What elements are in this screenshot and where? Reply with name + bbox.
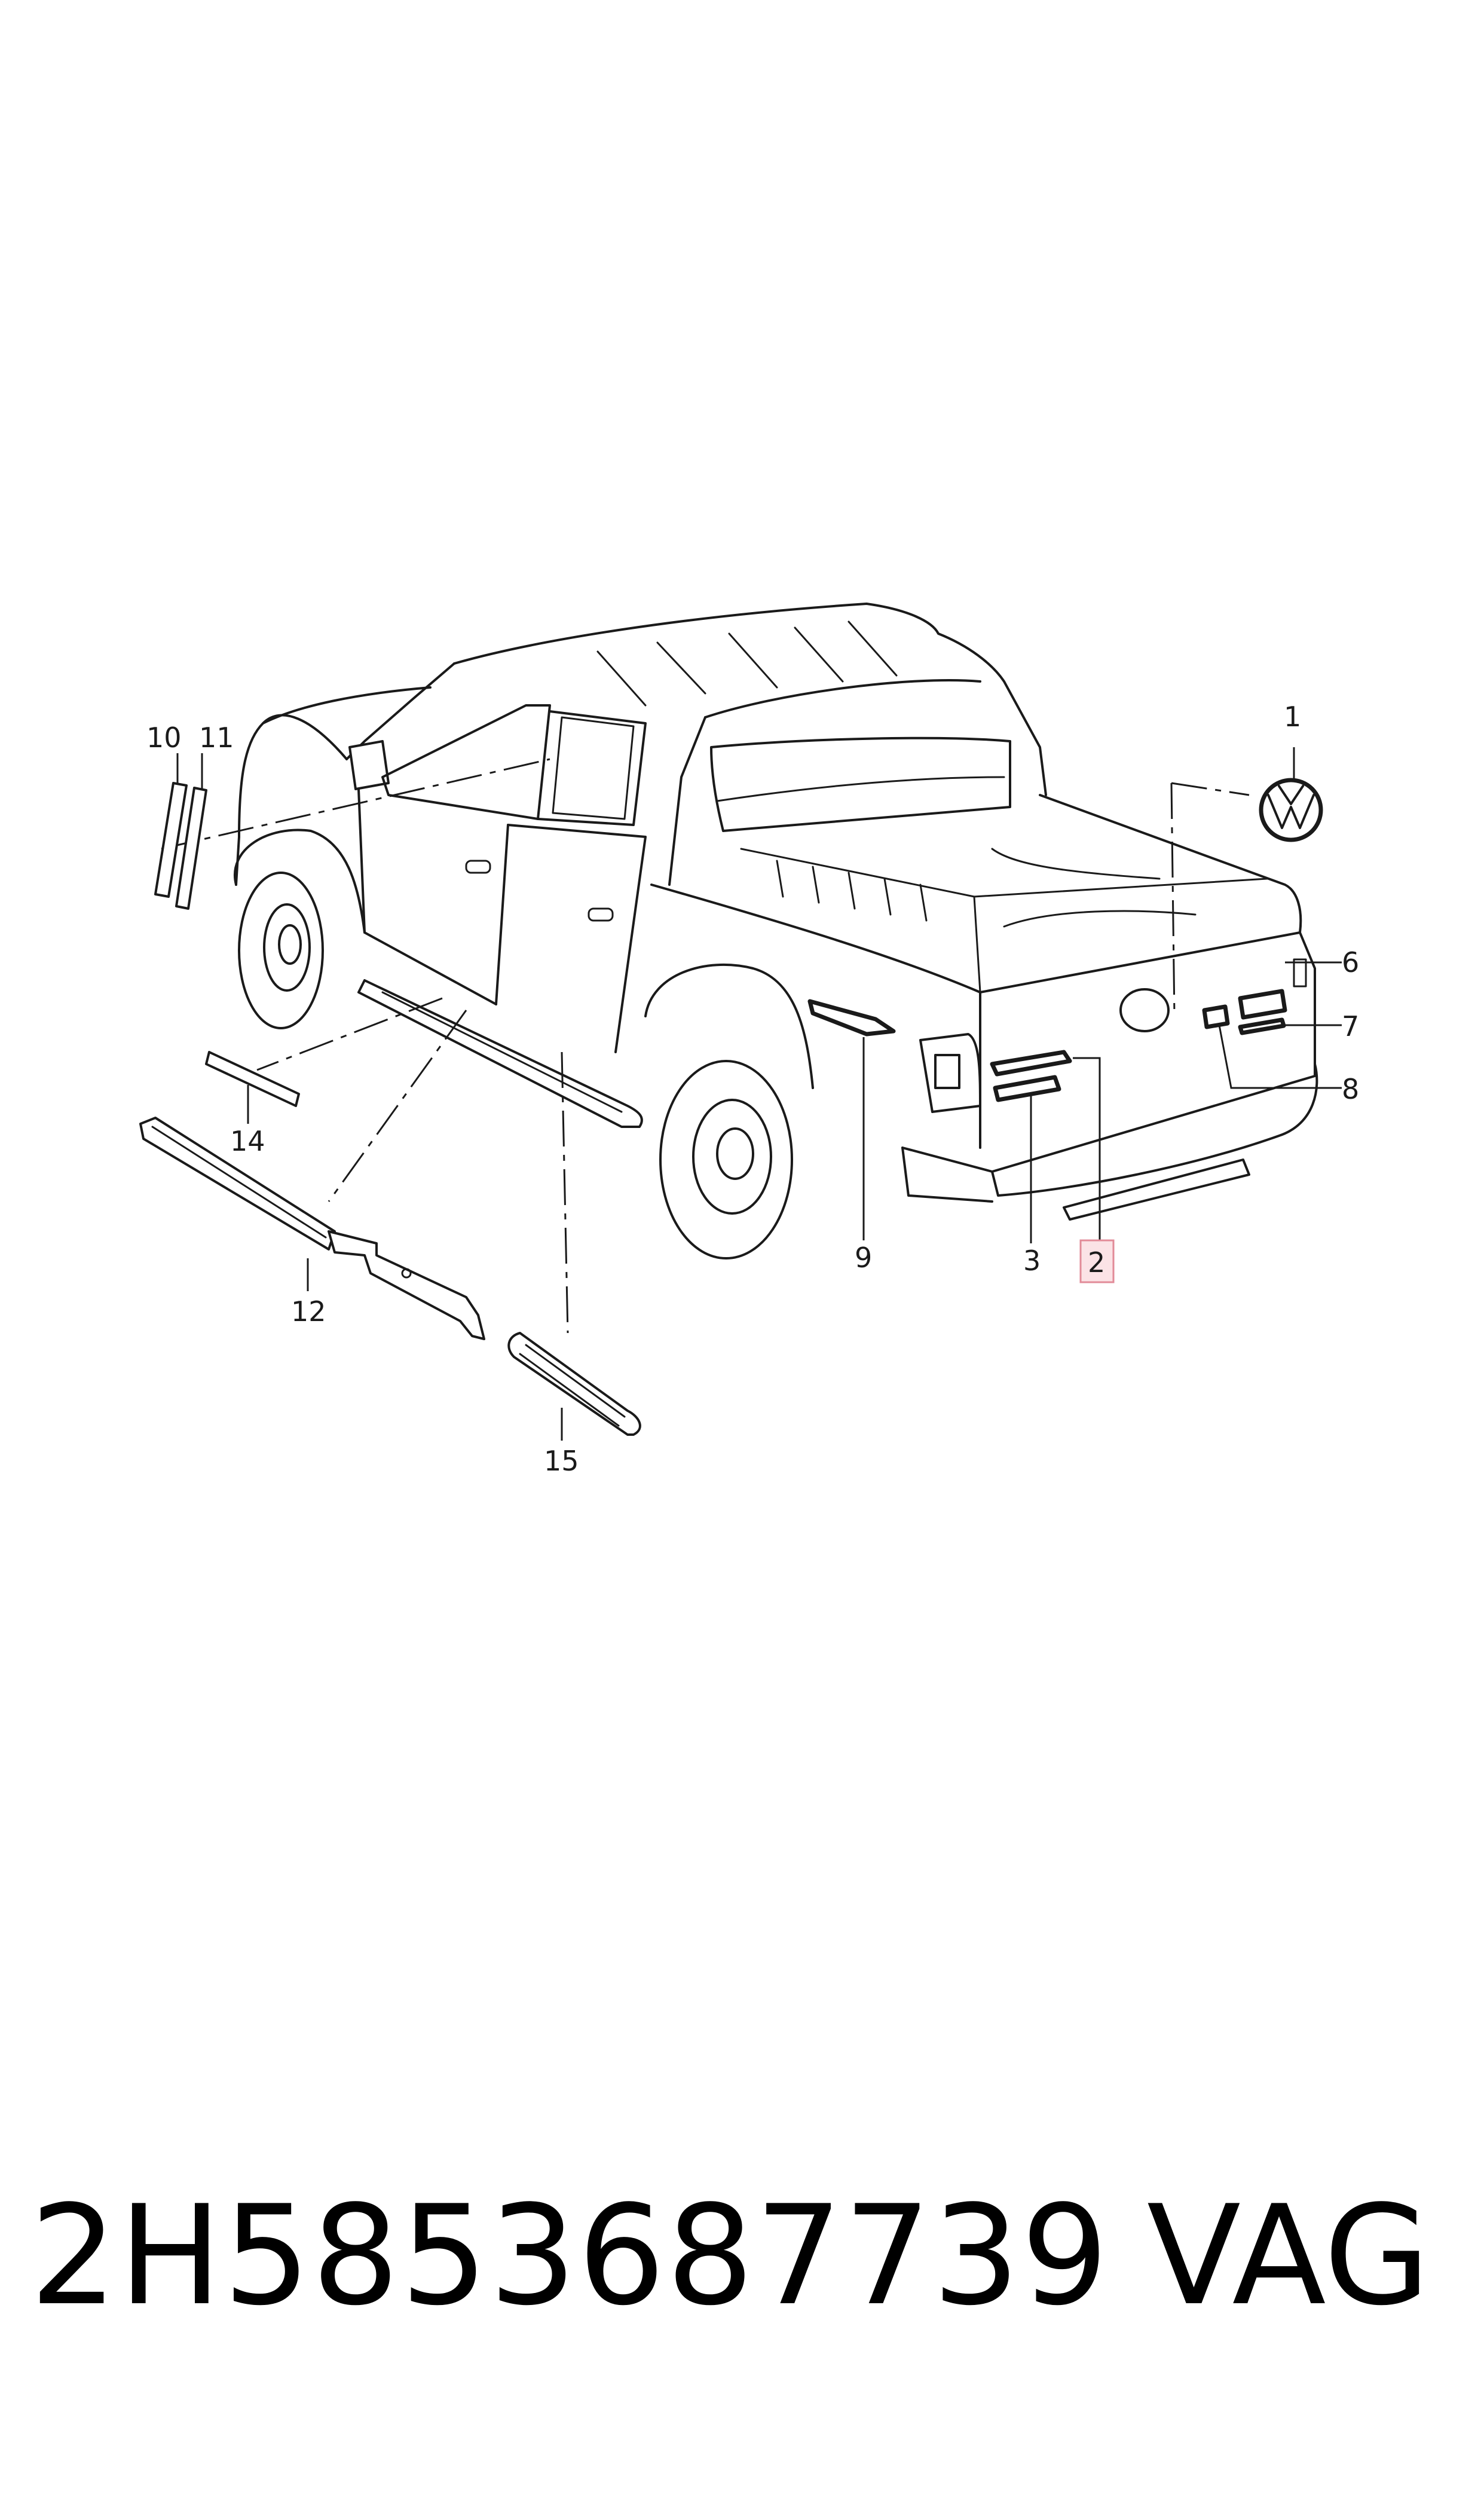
decal-7-shape (1238, 1017, 1286, 1035)
brand-name: VAG (1146, 2176, 1430, 2336)
decal-8-shape (1202, 1004, 1230, 1029)
callout-9: 9 (855, 1242, 872, 1274)
callouts: 1 2 3 6 7 8 9 10 11 12 14 15 (146, 701, 1359, 1477)
strip-10-shape (154, 782, 188, 898)
strip-14-shape (205, 1051, 300, 1107)
callout-8: 8 (1342, 1073, 1359, 1105)
decal-6-shape (1238, 989, 1287, 1020)
callout-12: 12 (291, 1295, 326, 1328)
callout-14: 14 (230, 1125, 265, 1157)
callout-6: 6 (1342, 946, 1359, 979)
decal-3-shape (993, 1075, 1061, 1102)
strip-11-shape (175, 787, 207, 910)
callout-1: 1 (1284, 701, 1301, 733)
locator-lines (161, 758, 1250, 1334)
part-number: 2H5853687739 (30, 2176, 1110, 2336)
truck-illustration (234, 603, 1318, 1259)
loose-parts (139, 778, 1323, 1436)
callout-7: 7 (1342, 1010, 1359, 1043)
vw-emblem-icon (1259, 778, 1323, 842)
footer: 2H5853687739 VAG (0, 2182, 1484, 2331)
callout-2-highlight (1079, 1239, 1115, 1283)
callout-3: 3 (1023, 1245, 1041, 1277)
step-plate-15-shape (507, 1332, 641, 1436)
callout-2: 2 (1088, 1246, 1105, 1279)
sill-panel-12-shape (139, 1117, 485, 1340)
leader-lines (176, 747, 1342, 1441)
badge-9-shape (807, 999, 896, 1037)
callout-11: 11 (199, 722, 234, 754)
callout-15: 15 (544, 1445, 579, 1477)
decal-2-shape (990, 1050, 1072, 1077)
callout-10: 10 (146, 722, 182, 754)
